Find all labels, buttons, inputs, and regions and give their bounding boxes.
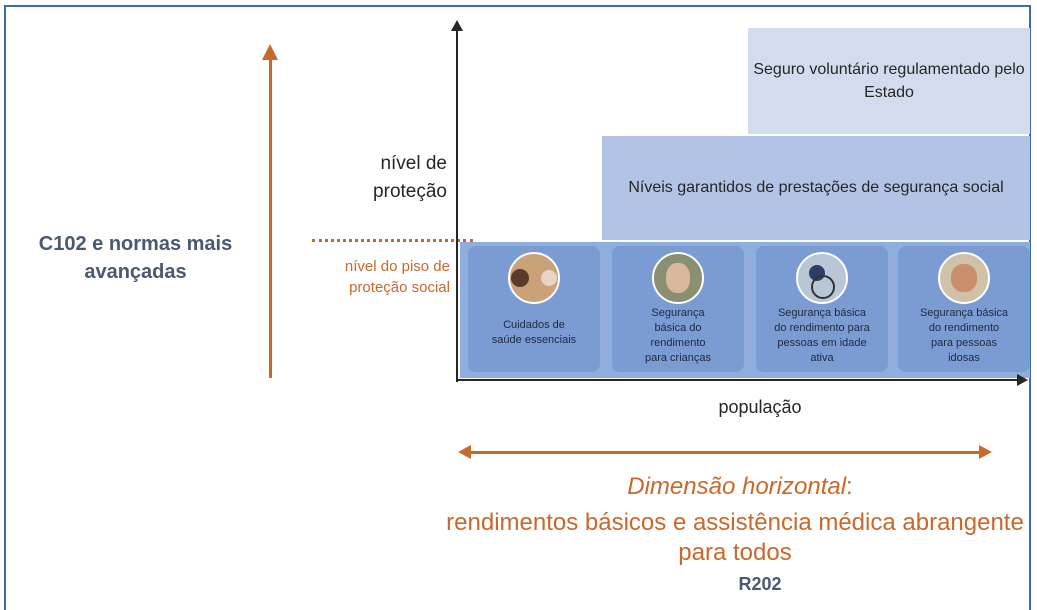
horizontal-dimension-title-italic: Dimensão horizontal (627, 473, 847, 500)
card-label: Segurança básica do rendimento para pess… (774, 307, 870, 364)
card-label: Cuidados de saúde essenciais (491, 319, 577, 346)
health-care-photo-icon (508, 252, 560, 304)
y-axis (451, 20, 463, 382)
vertical-dimension-arrow (262, 44, 278, 378)
y-axis-label: nível de proteção (373, 153, 447, 202)
wheelchair-worker-photo-icon (796, 252, 848, 304)
child-photo-icon (652, 252, 704, 304)
horizontal-dimension-arrow (458, 445, 992, 459)
card-child-income-security: Segurança básica do rendimento para cria… (612, 246, 744, 372)
tier-guaranteed-benefits: Níveis garantidos de prestações de segur… (602, 136, 1030, 240)
x-axis-label: população (718, 397, 802, 417)
card-label: Segurança básica do rendimento para pess… (919, 307, 1009, 364)
tier-guaranteed-benefits-label: Níveis garantidos de prestações de segur… (628, 179, 1004, 196)
card-elderly-income-security: Segurança básica do rendimento para pess… (898, 246, 1030, 372)
floor-level-dotted-line (312, 239, 473, 242)
horizontal-dimension-title-suffix: : (846, 473, 853, 500)
tier-voluntary-insurance: Seguro voluntário regulamentado pelo Est… (748, 28, 1030, 134)
card-label: Segurança básica do rendimento para cria… (644, 307, 712, 364)
horizontal-dimension-subtitle: rendimentos básicos e assistência médica… (446, 509, 1024, 566)
card-working-age-income-security: Segurança básica do rendimento para pess… (756, 246, 888, 372)
floor-level-label: nível do piso de proteção social (344, 258, 450, 296)
elderly-person-photo-icon (938, 252, 990, 304)
diagram-frame (4, 5, 1031, 610)
card-essential-health-care: Cuidados de saúde essenciais (468, 246, 600, 372)
horizontal-dimension-title: Dimensão horizontal: (480, 472, 1000, 502)
tier-voluntary-insurance-label: Seguro voluntário regulamentado pelo Est… (753, 61, 1025, 101)
standards-label: C102 e normas mais avançadas (38, 233, 233, 283)
recommendation-code: R202 (738, 574, 782, 594)
x-axis (456, 374, 1028, 386)
